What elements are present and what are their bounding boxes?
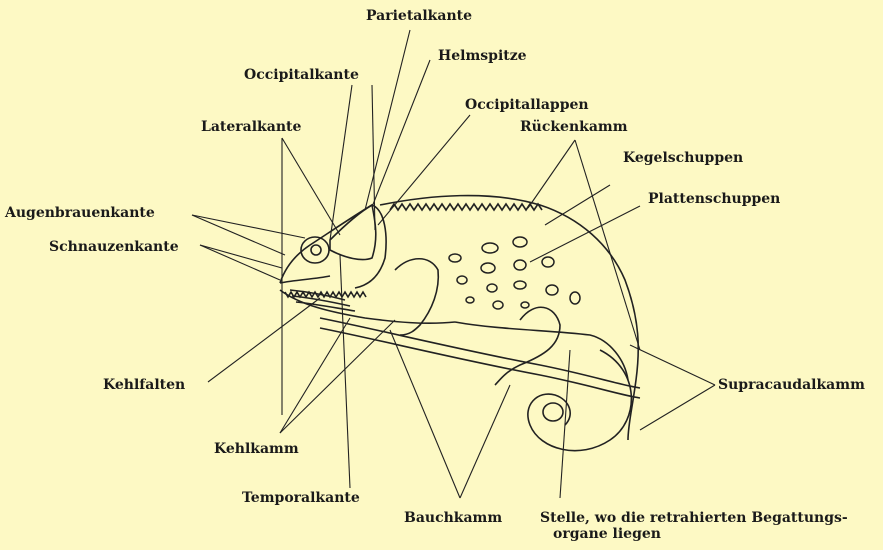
- jaw-outline: [280, 290, 455, 323]
- tail-knob: [543, 403, 563, 421]
- label-parietalkante: Parietalkante: [366, 8, 472, 24]
- label-rueckenkamm: Rückenkamm: [520, 119, 628, 135]
- plate-scales: [449, 237, 580, 309]
- label-kegelschuppen: Kegelschuppen: [623, 150, 743, 166]
- label-temporalkante: Temporalkante: [242, 490, 360, 506]
- label-augenbrauenkante: Augenbrauenkante: [5, 205, 155, 221]
- label-kehlfalten: Kehlfalten: [103, 377, 185, 393]
- dorsal-crest: [390, 204, 542, 210]
- eye-pupil: [311, 245, 321, 255]
- label-occipitalkante: Occipitalkante: [244, 67, 359, 83]
- branch: [320, 318, 640, 388]
- label-kehlkamm: Kehlkamm: [214, 441, 299, 457]
- label-plattenschuppen: Plattenschuppen: [648, 191, 780, 207]
- label-schnauzenkante: Schnauzenkante: [49, 239, 179, 255]
- mouth-line: [280, 276, 330, 283]
- label-stelle-line2: organe liegen: [553, 526, 661, 542]
- label-helmspitze: Helmspitze: [438, 48, 527, 64]
- label-lateralkante: Lateralkante: [201, 119, 301, 135]
- dorsal-outline: [380, 196, 638, 440]
- casque: [330, 205, 376, 260]
- label-bauchkamm: Bauchkamm: [404, 510, 502, 526]
- leader-lines: [192, 30, 715, 498]
- label-stelle-line1: Stelle, wo die retrahierten Begattungs-: [540, 510, 848, 526]
- label-occipitallappen: Occipitallappen: [465, 97, 589, 113]
- label-supracaudalkamm: Supracaudalkamm: [718, 377, 865, 393]
